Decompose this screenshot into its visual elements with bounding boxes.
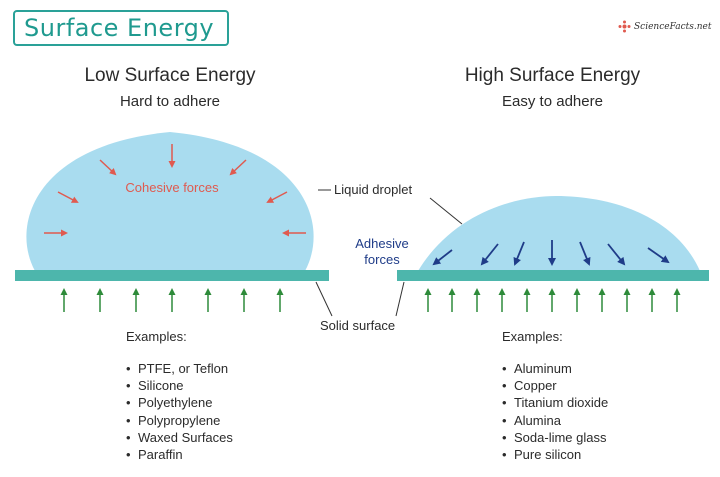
left-examples-title: Examples: <box>126 329 187 344</box>
left-examples-list: PTFE, or Teflon Silicone Polyethylene Po… <box>126 360 233 463</box>
left-support-arrows <box>60 288 284 312</box>
right-surface <box>397 270 709 281</box>
logo-text: ScienceFacts.net <box>634 21 712 32</box>
list-item: Titanium dioxide <box>502 394 608 411</box>
list-item: Alumina <box>502 412 608 429</box>
right-examples-list: Aluminum Copper Titanium dioxide Alumina… <box>502 360 608 463</box>
solid-surface-label: Solid surface <box>320 318 396 333</box>
liquid-droplet-label: Liquid droplet <box>334 182 413 197</box>
cohesive-arrow <box>229 159 247 176</box>
list-item: Copper <box>502 377 608 394</box>
adhesive-arrows <box>432 240 670 266</box>
adhesive-arrow <box>513 241 525 266</box>
logo: ScienceFacts.net <box>618 20 711 33</box>
cohesive-arrows <box>44 144 306 237</box>
left-surface <box>15 270 329 281</box>
right-droplet <box>418 196 700 271</box>
list-item: Soda-lime glass <box>502 429 608 446</box>
low-energy-heading: Low Surface Energy <box>84 65 256 86</box>
sciencefacts-logo-icon <box>618 20 631 33</box>
surface-leader-right <box>395 281 405 317</box>
adhesive-forces-label: Adhesive forces <box>355 236 409 267</box>
left-droplet <box>26 132 314 271</box>
list-item: Aluminum <box>502 360 608 377</box>
list-item: Waxed Surfaces <box>126 429 233 446</box>
right-examples-title: Examples: <box>502 329 563 344</box>
adhesive-arrow <box>607 243 626 266</box>
title-box: Surface Energy <box>13 10 229 46</box>
high-energy-heading: High Surface Energy <box>464 65 641 86</box>
low-energy-subheading: Hard to adhere <box>119 93 221 110</box>
list-item: Polypropylene <box>126 412 233 429</box>
list-item: Polyethylene <box>126 394 233 411</box>
list-item: PTFE, or Teflon <box>126 360 233 377</box>
list-item: Paraffin <box>126 446 233 463</box>
list-item: Pure silicon <box>502 446 608 463</box>
list-item: Silicone <box>126 377 233 394</box>
surface-leader-left <box>315 281 333 317</box>
page-title: Surface Energy <box>24 14 215 42</box>
cohesive-arrow <box>266 191 288 203</box>
adhesive-arrow <box>579 241 591 266</box>
adhesive-arrow <box>432 249 453 266</box>
droplet-leader-right <box>429 197 463 225</box>
cohesive-forces-label: Cohesive forces <box>125 180 219 195</box>
adhesive-arrow <box>480 243 499 266</box>
cohesive-arrow <box>99 159 117 176</box>
cohesive-arrow <box>57 191 79 203</box>
adhesive-arrow <box>647 247 670 264</box>
high-energy-subheading: Easy to adhere <box>502 93 603 110</box>
right-support-arrows <box>424 288 681 312</box>
